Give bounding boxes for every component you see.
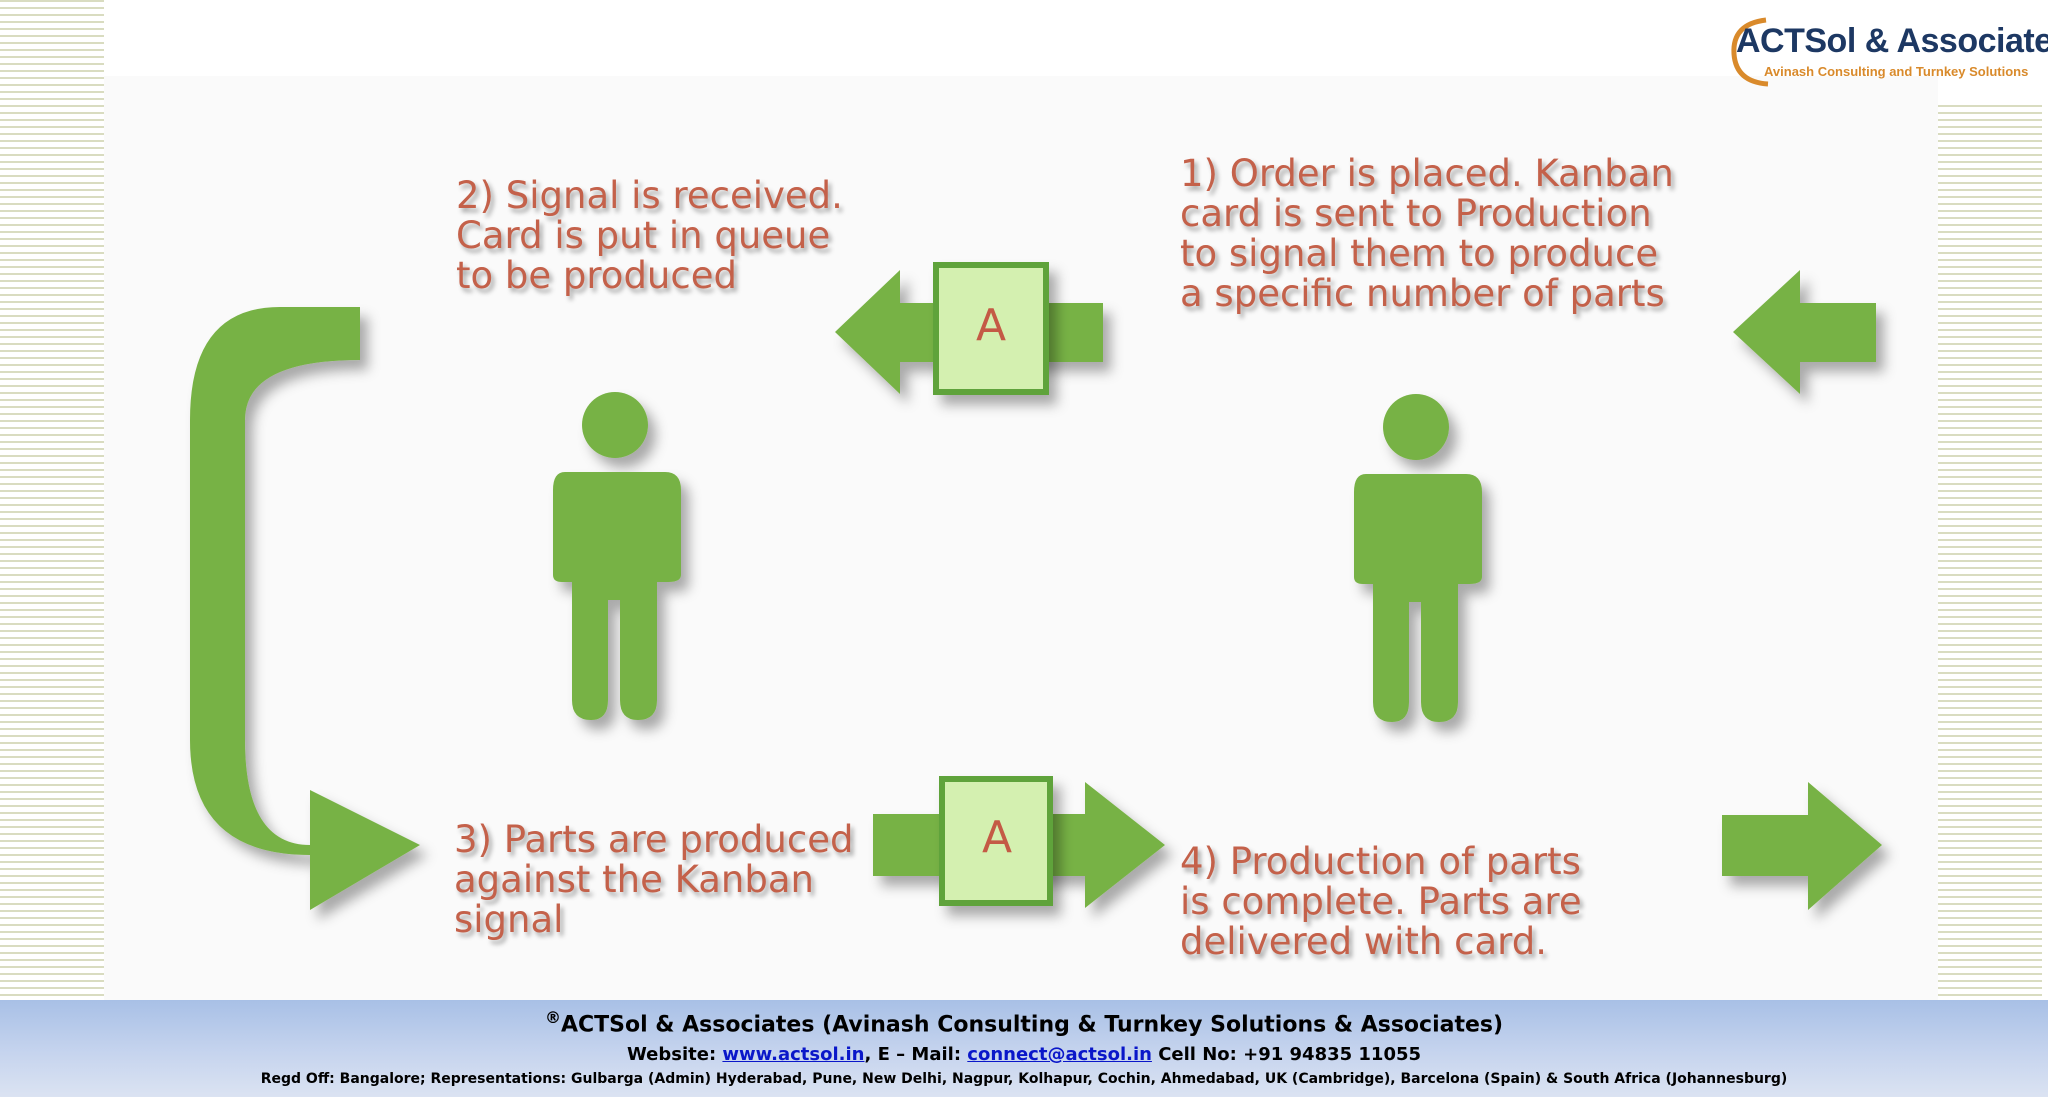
step-1-line: a specific number of parts <box>1180 272 1665 315</box>
kanban-card-bottom-label: A <box>981 812 1013 863</box>
kanban-card-top-label: A <box>975 300 1007 351</box>
logo-swoosh-icon <box>1731 17 1769 87</box>
footer: ®ACTSol & Associates (Avinash Consulting… <box>0 1000 2048 1097</box>
step-2-text: 2) Signal is received. Card is put in qu… <box>456 176 843 296</box>
website-link[interactable]: www.actsol.in <box>722 1044 865 1065</box>
logo-subtitle: Avinash Consulting and Turnkey Solutions <box>1764 64 2029 79</box>
footer-offices: Regd Off: Bangalore; Representations: Gu… <box>260 1071 1788 1087</box>
company-logo: ACTSol & Associates Avinash Consulting a… <box>1726 12 2048 88</box>
website-label: Website: <box>626 1044 723 1065</box>
top-right-arrow <box>1733 270 1876 394</box>
step-2-line: Card is put in queue <box>456 214 831 257</box>
step-1-line: 1) Order is placed. Kanban <box>1180 152 1674 195</box>
footer-company-text: ACTSol & Associates (Avinash Consulting … <box>560 1012 1504 1038</box>
step-4-line: is complete. Parts are <box>1180 880 1582 923</box>
step-3-line: against the Kanban <box>454 858 814 901</box>
step-2-line: to be produced <box>456 254 737 297</box>
left-stripe-decoration <box>0 0 104 1000</box>
logo-title: ACTSol & Associates <box>1736 22 2048 60</box>
right-stripe-decoration <box>1938 105 2042 1000</box>
step-1-line: card is sent to Production <box>1180 192 1652 235</box>
step-3-text: 3) Parts are produced against the Kanban… <box>454 820 853 940</box>
footer-contact: Website: www.actsol.in, E – Mail: connec… <box>0 1044 2048 1065</box>
email-label: , E – Mail: <box>864 1044 968 1065</box>
diagram-shapes <box>190 262 1882 910</box>
step-4-line: 4) Production of parts <box>1180 840 1581 883</box>
step-4-line: delivered with card. <box>1180 920 1547 963</box>
step-3-line: signal <box>454 898 564 941</box>
cell-number: Cell No: +91 94835 11055 <box>1151 1044 1422 1065</box>
step-4-text: 4) Production of parts is complete. Part… <box>1180 842 1582 962</box>
return-curve-arrow <box>190 307 420 910</box>
person-right-icon <box>1354 394 1482 722</box>
step-3-line: 3) Parts are produced <box>454 818 854 861</box>
step-1-line: to signal them to produce <box>1180 232 1659 275</box>
person-left-icon <box>553 392 681 720</box>
step-1-text: 1) Order is placed. Kanban card is sent … <box>1180 154 1674 314</box>
kanban-card-top <box>933 262 1049 395</box>
registered-mark: ® <box>544 1008 561 1027</box>
step-2-line: 2) Signal is received. <box>456 174 843 217</box>
kanban-card-bottom <box>939 776 1053 906</box>
email-link[interactable]: connect@actsol.in <box>967 1044 1152 1065</box>
footer-company-name: ®ACTSol & Associates (Avinash Consulting… <box>0 1008 2048 1037</box>
bottom-right-arrow <box>1722 782 1882 910</box>
